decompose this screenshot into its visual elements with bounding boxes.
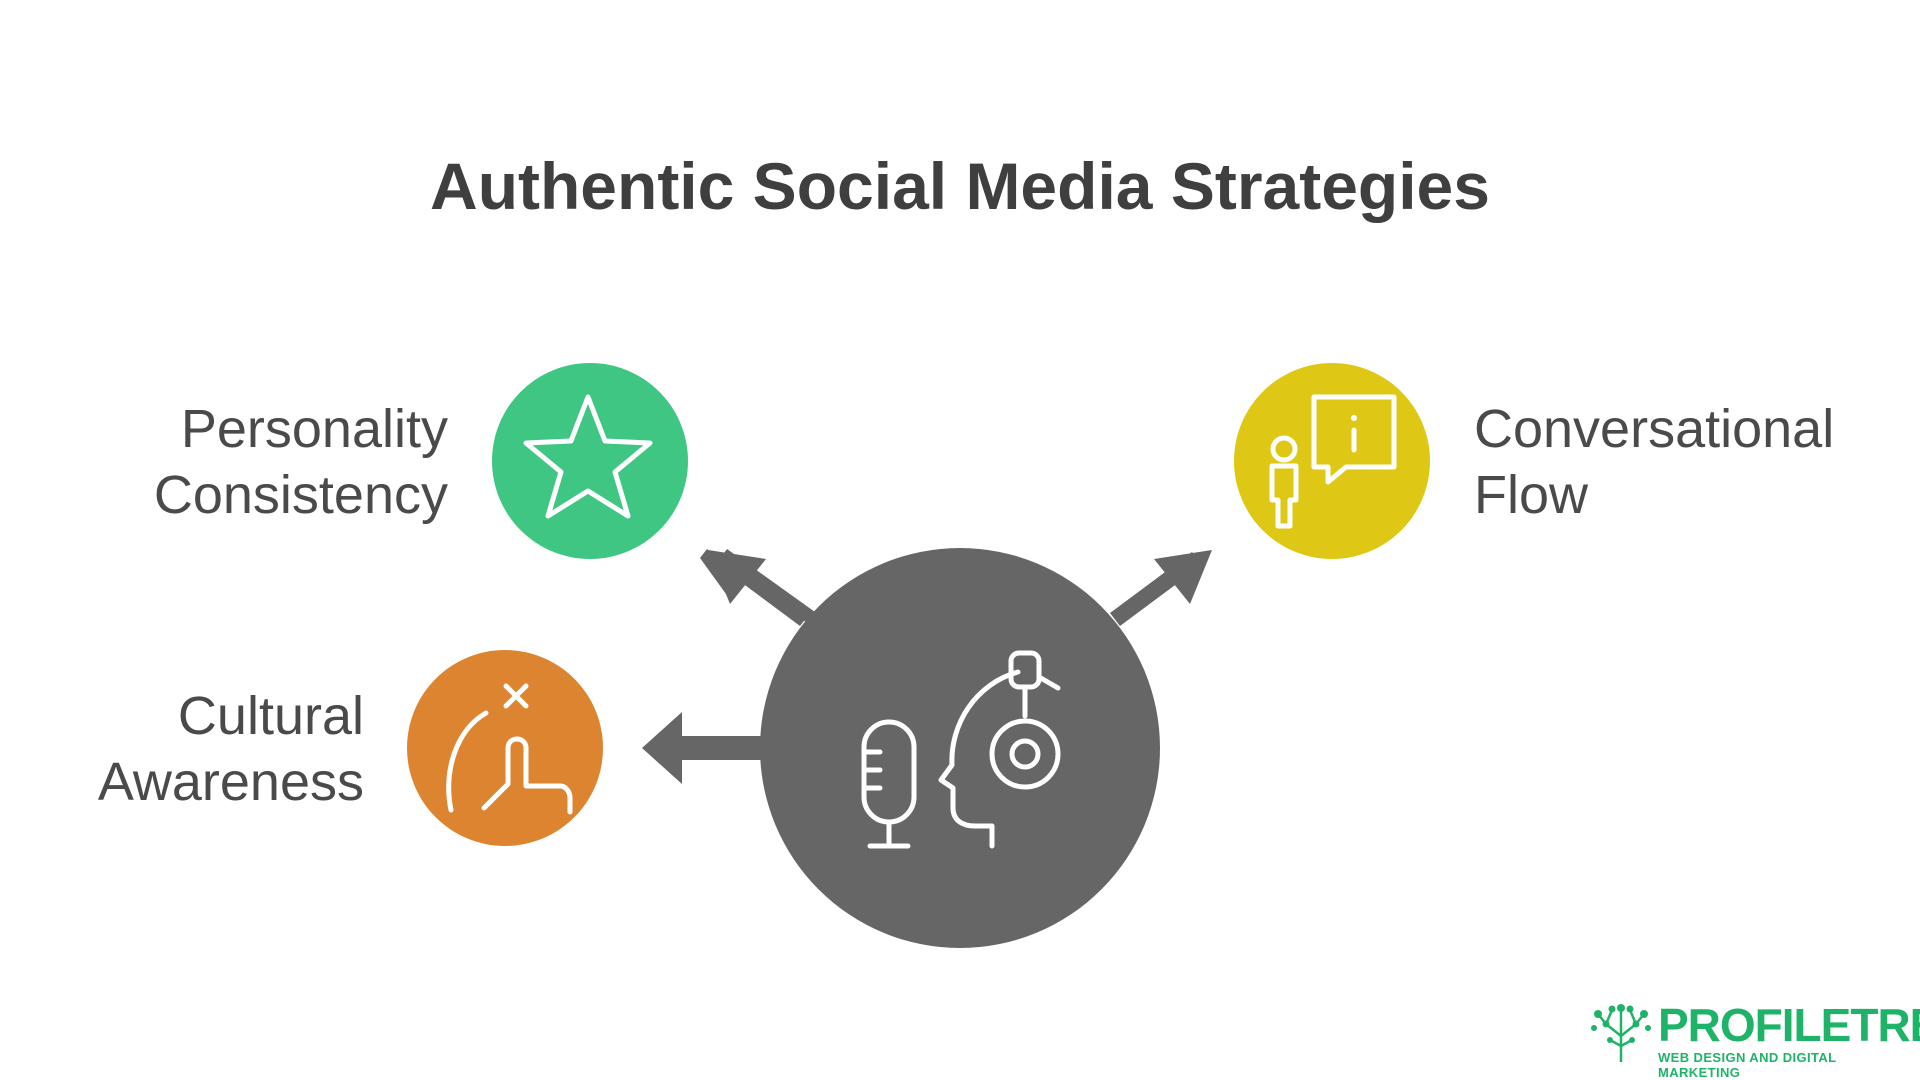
profiletree-logo: PROFILETREE WEB DESIGN AND DIGITAL MARKE… <box>1590 999 1920 1080</box>
conversational-label-line2: Flow <box>1474 465 1589 525</box>
hand-gesture-icon <box>446 683 573 815</box>
arrow-to-cultural-shaft <box>672 736 770 760</box>
personality-label-line2: Consistency <box>154 465 448 525</box>
arrow-to-cultural-head <box>642 712 682 784</box>
tree-logo-icon <box>1591 1004 1651 1062</box>
star-icon <box>523 394 653 519</box>
conversational-circle <box>1234 363 1430 559</box>
arrow-to-personality-head <box>708 550 766 604</box>
head-with-headset-icon <box>938 650 1061 849</box>
conversational-label-line1: Conversational <box>1474 399 1834 459</box>
cultural-label-line2: Awareness <box>98 752 364 812</box>
personality-label-line1: Personality <box>181 399 448 459</box>
arrow-to-conversational-head <box>1154 550 1212 604</box>
person-speech-bubble-icon <box>1269 394 1397 529</box>
page-title: Authentic Social Media Strategies <box>430 149 1490 223</box>
logo-tagline: WEB DESIGN AND DIGITAL MARKETING <box>1658 1050 1837 1080</box>
personality-circle <box>492 363 688 559</box>
microphone-icon <box>861 719 917 849</box>
cultural-circle <box>407 650 603 846</box>
logo-wordmark: PROFILETREE <box>1658 999 1920 1051</box>
center-circle <box>760 548 1160 948</box>
cultural-label-line1: Cultural <box>178 686 364 746</box>
